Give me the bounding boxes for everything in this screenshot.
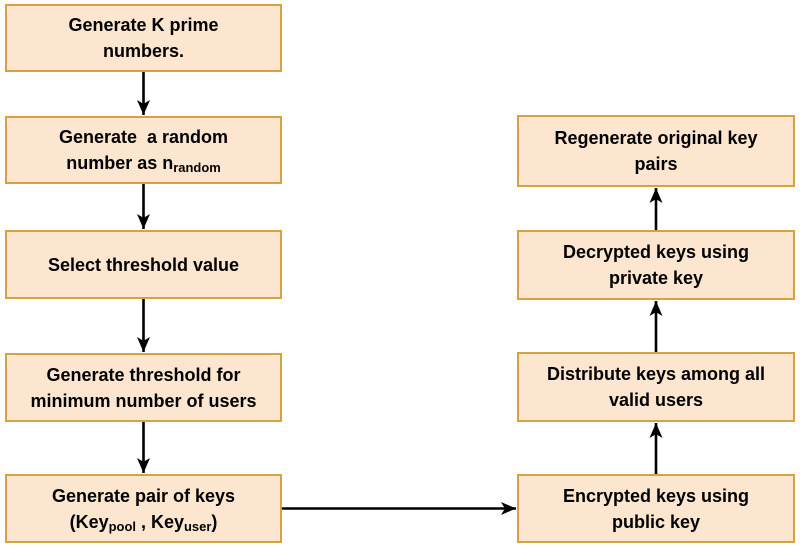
- node-line: number as nrandom: [66, 150, 221, 176]
- node-line: Generate a random: [59, 124, 228, 150]
- node-line: minimum number of users: [30, 388, 256, 414]
- node-line: public key: [612, 509, 700, 535]
- node-text: Generate a random: [58, 127, 229, 147]
- node-text: Select threshold value: [47, 254, 240, 275]
- flow-node-generate-primes: Generate K prime numbers.: [5, 4, 282, 72]
- node-line: Generate threshold for: [46, 362, 240, 388]
- subscript-text: pool: [108, 518, 136, 534]
- flow-node-select-threshold: Select threshold value: [5, 230, 282, 299]
- node-text: Regenerate original key: [554, 128, 758, 148]
- node-text: Encrypted keys using: [562, 485, 750, 506]
- node-line: valid users: [609, 387, 703, 413]
- node-line: (Keypool , Keyuser): [70, 509, 218, 535]
- node-line: numbers.: [103, 38, 184, 64]
- node-line: Distribute keys among all: [547, 361, 765, 387]
- node-line: Decrypted keys using: [563, 239, 749, 265]
- subscript-text: user: [184, 518, 212, 534]
- node-text: minimum number of users: [30, 390, 257, 411]
- node-line: pairs: [634, 151, 677, 177]
- node-line: Generate K prime: [68, 12, 218, 38]
- node-text: Generate K prime: [68, 15, 219, 35]
- flow-node-generate-random: Generate a random number as nrandom: [5, 116, 282, 184]
- node-text: Generate threshold for: [46, 364, 241, 385]
- flow-node-distribute-keys: Distribute keys among all valid users: [517, 352, 795, 422]
- node-text: private key: [608, 268, 704, 288]
- node-line: Generate pair of keys: [52, 483, 235, 509]
- node-text: numbers.: [102, 41, 185, 61]
- flow-node-decrypt-keys: Decrypted keys using private key: [517, 230, 795, 300]
- node-line: Regenerate original key: [554, 125, 757, 151]
- flow-node-generate-threshold-users: Generate threshold for minimum number of …: [5, 353, 282, 422]
- node-text: , Key: [135, 511, 184, 532]
- node-text: ): [211, 511, 218, 532]
- node-text: pairs: [634, 154, 678, 174]
- node-line: Encrypted keys using: [563, 483, 749, 509]
- subscript-text: random: [173, 159, 221, 175]
- node-text: Decrypted keys using: [562, 242, 750, 262]
- node-text: (Key: [69, 511, 109, 532]
- node-text: number as n: [66, 153, 174, 173]
- node-line: Select threshold value: [48, 252, 239, 278]
- node-text: valid users: [608, 390, 704, 410]
- node-line: private key: [609, 265, 703, 291]
- flow-node-regenerate-pairs: Regenerate original key pairs: [517, 115, 795, 187]
- flow-node-generate-key-pairs: Generate pair of keys (Keypool , Keyuser): [5, 474, 282, 543]
- flow-node-encrypt-keys: Encrypted keys using public key: [517, 474, 795, 543]
- node-text: Generate pair of keys: [51, 485, 236, 506]
- node-text: Distribute keys among all: [546, 364, 766, 384]
- node-text: public key: [611, 511, 701, 532]
